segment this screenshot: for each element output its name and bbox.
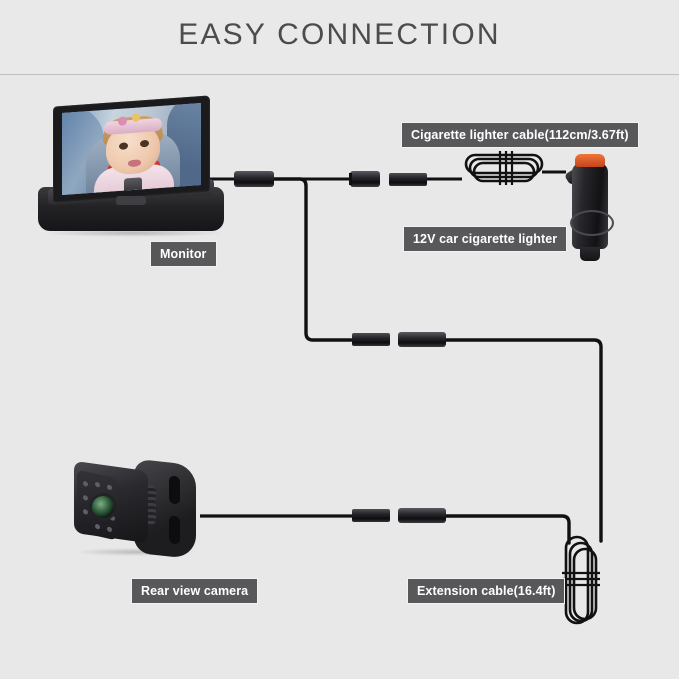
rear-view-camera-device xyxy=(72,458,204,560)
callout-extension-cable: Extension cable(16.4ft) xyxy=(407,578,566,604)
page-title: EASY CONNECTION xyxy=(178,18,501,51)
camera-lens xyxy=(92,496,114,518)
connector-dc-female xyxy=(350,171,380,187)
plug-side-clips xyxy=(570,210,614,236)
camera-ir-led xyxy=(110,515,115,522)
monitor-panel xyxy=(53,95,210,203)
diagram-stage: Cigarette lighter cable(112cm/3.67ft) 12… xyxy=(0,75,679,679)
cable-routing xyxy=(200,151,603,625)
monitor-shadow xyxy=(44,229,222,237)
connector-mid-male xyxy=(352,333,390,346)
callout-12v-car-cigarette-lighter: 12V car cigarette lighter xyxy=(403,226,568,252)
plug-top-button xyxy=(575,154,605,167)
camera-ir-led xyxy=(95,481,100,488)
monitor-screen xyxy=(62,103,201,195)
camera-bracket-slot-top xyxy=(169,475,180,505)
connector-mid-female xyxy=(398,332,446,347)
camera-ir-led xyxy=(107,526,112,533)
callout-cigarette-lighter-cable: Cigarette lighter cable(112cm/3.67ft) xyxy=(401,122,639,148)
camera-ir-led xyxy=(83,480,88,487)
header-divider xyxy=(0,74,679,75)
camera-bracket-slot-bottom xyxy=(169,515,180,545)
cable-power-branch xyxy=(270,177,353,342)
connector-dc-male xyxy=(389,173,427,186)
camera-ir-led xyxy=(83,494,88,501)
camera-ir-led xyxy=(95,523,100,530)
callout-rear-view-camera: Rear view camera xyxy=(131,578,259,604)
cigarette-cable-tie xyxy=(498,151,514,185)
cable-extension-bottom xyxy=(444,514,571,545)
header: EASY CONNECTION xyxy=(0,0,679,75)
camera-ir-led xyxy=(83,508,88,515)
connector-camera-female xyxy=(398,508,446,523)
cigarette-cable-coil xyxy=(464,153,544,183)
monitor-latch xyxy=(116,196,146,205)
camera-ir-led xyxy=(107,484,112,491)
connector-dc-female-collar xyxy=(349,173,352,185)
camera-shadow xyxy=(76,548,196,556)
cable-extension-top xyxy=(444,338,603,543)
plug-contact-tip xyxy=(580,247,600,261)
connector-monitor-barrel xyxy=(234,171,274,187)
screen-image-baby-in-carseat xyxy=(62,103,201,195)
connector-camera-male xyxy=(352,509,390,522)
callout-monitor: Monitor xyxy=(150,241,217,267)
cigarette-lighter-plug-device xyxy=(564,154,614,264)
plug-body xyxy=(572,163,608,249)
monitor-device xyxy=(38,95,224,237)
extension-cable-tie xyxy=(562,571,600,587)
